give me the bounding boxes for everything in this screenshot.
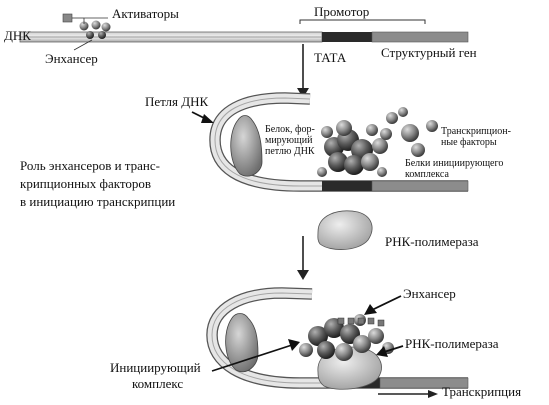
- label-init-complex-1: Инициирующий: [110, 360, 201, 375]
- label-rna-pol-mid: РНК-полимераза: [385, 234, 479, 249]
- label-init-complex-2: комплекс: [132, 376, 183, 391]
- arrow-down-icon: [297, 44, 309, 98]
- caption-line-3: в инициацию транскрипции: [20, 194, 175, 209]
- activator-proteins: [62, 13, 111, 39]
- dna-strand-top: [19, 31, 469, 43]
- loop-forming-protein-bottom: [225, 313, 259, 373]
- label-dna-loop: Петля ДНК: [145, 94, 208, 109]
- label-enhancer-bottom: Энхансер: [403, 286, 456, 301]
- label-structural-gene: Структурный ген: [381, 45, 477, 60]
- label-tf-2: ные факторы: [441, 137, 497, 148]
- pointer-arrow-icon: [376, 345, 404, 357]
- label-tata: ТАТА: [314, 50, 347, 65]
- tata-segment: [322, 32, 372, 42]
- protein-cluster-middle: [317, 120, 392, 177]
- label-init-proteins-2: комплекса: [405, 169, 449, 180]
- enhancer-activators-bottom: [337, 317, 385, 327]
- promoter-bracket: [299, 19, 426, 24]
- label-rna-pol-bottom: РНК-полимераза: [405, 336, 499, 351]
- label-promoter: Промотор: [314, 4, 369, 19]
- label-init-proteins-1: Белки инициирующего: [405, 158, 503, 169]
- pointer-arrow-icon: [211, 339, 300, 372]
- label-activators: Активаторы: [112, 6, 179, 21]
- arrow-down-icon: [297, 236, 309, 280]
- loop-forming-protein: [230, 115, 263, 177]
- label-transcription: Транскрипция: [442, 384, 521, 399]
- arrow-right-icon: [378, 390, 438, 398]
- caption-line-2: крипционных факторов: [20, 176, 151, 191]
- transcription-factors: [386, 107, 438, 157]
- label-loop-protein-2: мирующий: [265, 135, 313, 146]
- pointer-arrow-icon: [191, 111, 214, 123]
- label-loop-protein-3: петлю ДНК: [265, 146, 315, 157]
- label-loop-protein-1: Белок, фор-: [265, 124, 315, 135]
- caption-line-1: Роль энхансеров и транс-: [20, 158, 160, 173]
- label-tf-1: Транскрипцион-: [441, 126, 511, 137]
- dna-loop-middle: [209, 92, 469, 192]
- label-dna: ДНК: [4, 28, 31, 43]
- structural-gene-segment: [371, 31, 469, 43]
- label-enhancer-top: Энхансер: [45, 51, 98, 66]
- rna-polymerase-middle: [317, 210, 373, 250]
- pointer-arrow-icon: [364, 295, 402, 315]
- enhancer-pointer-line: [73, 39, 93, 51]
